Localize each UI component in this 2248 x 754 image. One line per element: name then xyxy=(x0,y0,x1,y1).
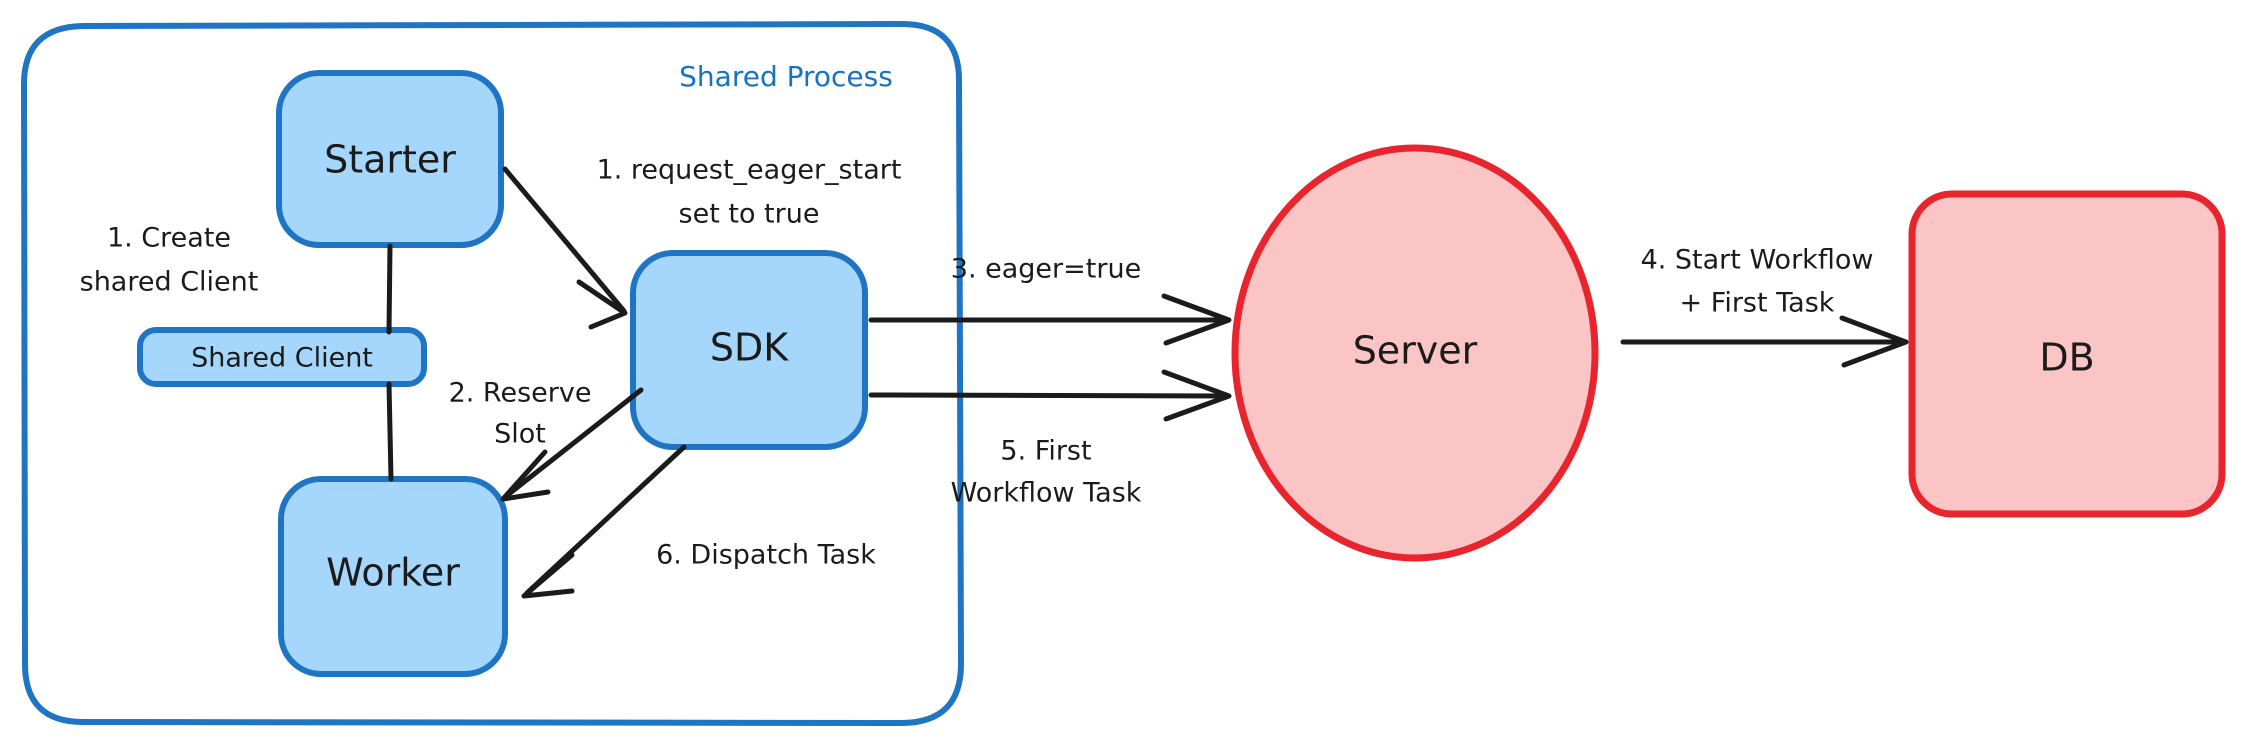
edge-shared-client-worker-line xyxy=(386,381,394,482)
edge-first-workflow-task-label-line1: 5. First xyxy=(1000,436,1091,467)
edge-start-workflow-label-line2: + First Task xyxy=(1680,288,1835,319)
shared-process-border xyxy=(21,21,964,726)
node-db[interactable]: DB xyxy=(1908,190,2226,518)
shared-process-group: Shared Process xyxy=(21,21,964,726)
node-shared-client-label: Shared Client xyxy=(191,343,373,374)
node-shared-client-shape xyxy=(137,327,427,387)
node-sdk[interactable]: SDK xyxy=(630,250,868,450)
edge-reserve-slot-label-line1: 2. Reserve xyxy=(449,378,592,409)
edge-start-workflow-label-line1: 4. Start Workflow xyxy=(1641,245,1874,276)
node-worker-label: Worker xyxy=(326,551,460,595)
edge-request-eager-start: 1. request_eager_start set to true xyxy=(502,155,902,330)
node-db-shape xyxy=(1908,190,2226,518)
node-starter-label: Starter xyxy=(324,138,456,182)
edge-request-eager-start-line xyxy=(502,166,627,314)
edge-eager-true: 3. eager=true xyxy=(868,254,1232,346)
edge-start-workflow: 4. Start Workflow + First Task xyxy=(1620,245,1909,368)
edge-dispatch-task-arrowhead xyxy=(521,552,575,599)
edge-reserve-slot-label-line2: Slot xyxy=(494,419,546,450)
node-worker[interactable]: Worker xyxy=(278,476,508,677)
edge-dispatch-task: 6. Dispatch Task xyxy=(521,444,876,599)
node-server-shape xyxy=(1231,144,1599,562)
node-sdk-label: SDK xyxy=(710,326,789,370)
edge-create-shared-client-line xyxy=(386,243,393,335)
edge-request-eager-start-arrowhead xyxy=(576,279,628,330)
edge-request-eager-start-label-line1: 1. request_eager_start xyxy=(597,155,902,186)
node-starter[interactable]: Starter xyxy=(276,70,504,248)
edge-start-workflow-arrowhead xyxy=(1839,315,1909,368)
edge-first-workflow-task-label-line2: Workflow Task xyxy=(951,478,1142,509)
edge-eager-true-label: 3. eager=true xyxy=(951,254,1141,285)
edge-create-shared-client-label-line1: 1. Create xyxy=(107,223,231,254)
edge-first-workflow-task: 5. First Workflow Task xyxy=(868,369,1232,509)
shared-process-label: Shared Process xyxy=(679,60,893,93)
edge-reserve-slot-arrowhead xyxy=(500,449,551,502)
edge-create-shared-client-label-line2: shared Client xyxy=(80,267,259,298)
node-sdk-shape xyxy=(630,250,868,450)
edge-eager-true-arrowhead xyxy=(1161,293,1232,346)
edge-first-workflow-task-arrowhead xyxy=(1161,369,1232,422)
edge-shared-client-worker xyxy=(386,381,394,482)
node-server-label: Server xyxy=(1353,329,1478,373)
edge-first-workflow-task-line xyxy=(868,392,1228,399)
node-shared-client[interactable]: Shared Client xyxy=(137,327,427,387)
node-db-label: DB xyxy=(2039,336,2094,380)
node-server[interactable]: Server xyxy=(1231,144,1599,562)
edge-dispatch-task-label: 6. Dispatch Task xyxy=(656,540,876,571)
edge-reserve-slot-line xyxy=(502,387,644,500)
edge-reserve-slot: 2. Reserve Slot xyxy=(449,378,644,502)
edge-request-eager-start-label-line2: set to true xyxy=(679,199,820,230)
edge-create-shared-client: 1. Create shared Client xyxy=(80,223,393,335)
